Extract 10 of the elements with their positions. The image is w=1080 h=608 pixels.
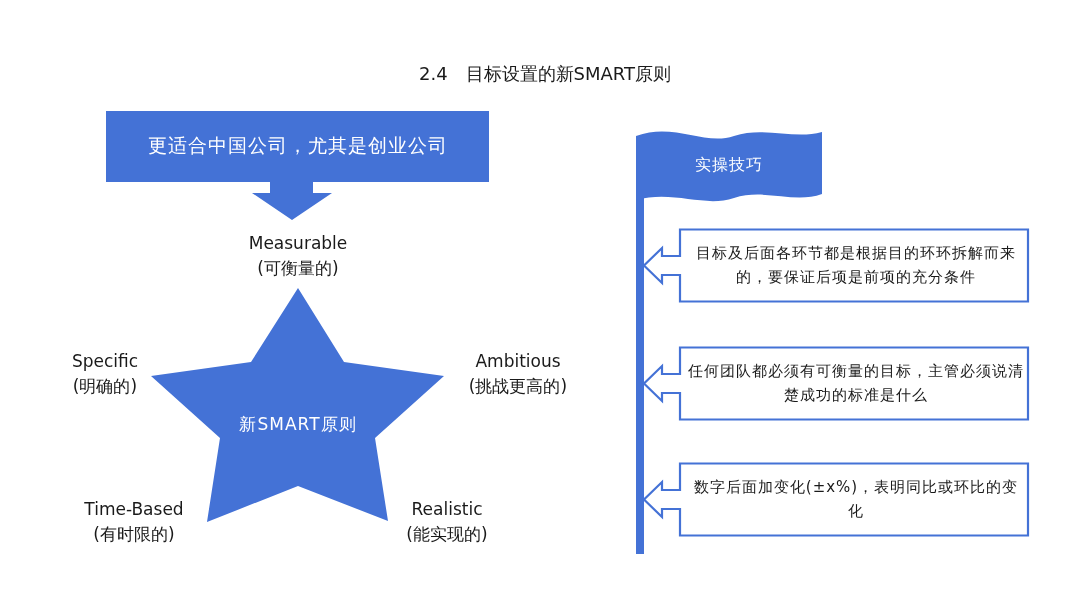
callout-arrow-box: 任何团队都必须有可衡量的目标，主管必须说清楚成功的标准是什么 xyxy=(642,346,1030,421)
callout-arrow-box: 更适合中国公司，尤其是创业公司 xyxy=(104,109,491,222)
point-label: Ambitious (挑战更高的) xyxy=(467,350,569,398)
callout-arrow-box: 数字后面加变化(±x%)，表明同比或环比的变化 xyxy=(642,462,1030,537)
point-label: Specific (明确的) xyxy=(70,350,140,398)
point-label: Realistic (能实现的) xyxy=(405,498,489,546)
point-label: Time-Based (有时限的) xyxy=(83,498,185,546)
title: 2.4 目标设置的新SMART原则 xyxy=(417,62,673,86)
point-label: Measurable (可衡量的) xyxy=(247,232,349,280)
callout-arrow-box: 目标及后面各环节都是根据目的环环拆解而来的，要保证后项是前项的充分条件 xyxy=(642,228,1030,303)
